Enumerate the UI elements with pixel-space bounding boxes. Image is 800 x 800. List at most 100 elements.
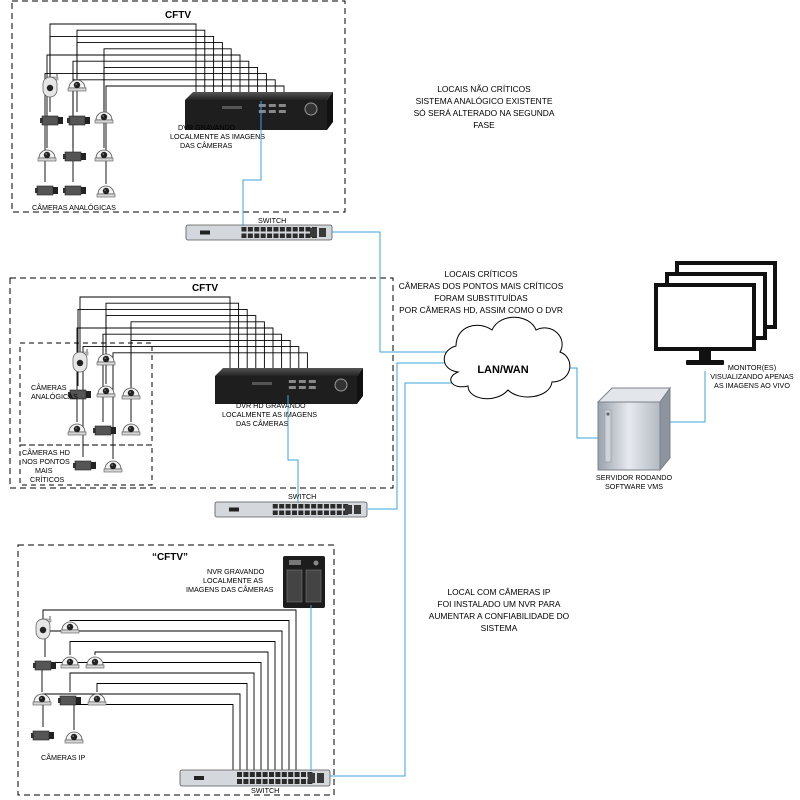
monitor-front	[654, 283, 756, 351]
dvr-button-icon	[278, 110, 286, 113]
switch-port-icon	[281, 772, 287, 777]
hd-label-line2: NOS PONTOS	[22, 457, 70, 466]
dome-camera-icon	[87, 693, 107, 706]
switch-port-icon	[243, 772, 249, 777]
switch-port-icon	[272, 504, 278, 509]
dvr-top-face	[185, 92, 333, 100]
ptz-camera-icon	[42, 74, 59, 98]
camera-cable	[46, 54, 241, 148]
switch-port-icon	[288, 779, 294, 784]
dome-camera-icon	[67, 423, 87, 436]
dome-camera-icon	[94, 149, 114, 162]
link-server-monitor	[654, 371, 706, 423]
switch-port-icon	[298, 510, 304, 515]
camera-cable	[103, 66, 259, 148]
switch-sfp-port-icon	[354, 505, 361, 514]
switch-port-icon	[243, 779, 249, 784]
link-switch3-lan	[330, 382, 462, 777]
dvr-button-icon	[298, 386, 306, 389]
nvr-label-line3: IMAGENS DAS CÂMERAS	[186, 585, 274, 594]
server-label-line1: SERVIDOR RODANDO	[596, 473, 673, 482]
dvr-hd-device	[215, 368, 363, 404]
analog-cameras	[35, 74, 116, 198]
camera-cable	[76, 29, 206, 98]
dvr-button-icon	[308, 386, 316, 389]
switch-port-icon	[237, 779, 242, 784]
switch-port-icon	[279, 510, 285, 515]
switch-port-icon	[260, 233, 266, 238]
switch-port-icon	[256, 772, 262, 777]
monitor-label-line1: MONITOR(ES)	[728, 363, 776, 372]
ip-cameras	[31, 616, 107, 744]
analog-label-line2: ANALÓGICAS	[31, 392, 78, 401]
cloud-shape	[443, 316, 571, 400]
dome-camera-icon	[94, 111, 114, 124]
switch-3	[179, 769, 331, 787]
camera-cable	[73, 704, 234, 771]
switch-sfp-port-icon	[345, 505, 352, 514]
monitor-neck	[699, 351, 711, 360]
switch-port-icon	[330, 504, 336, 509]
switch-port-icon	[291, 504, 297, 509]
dvr-button-icon	[268, 110, 276, 113]
switch-console-port-icon	[229, 507, 239, 512]
switch-port-icon	[301, 772, 306, 777]
switch-port-icon	[304, 504, 310, 509]
switch-port-icon	[336, 510, 342, 515]
box-camera-icon	[31, 730, 54, 741]
analog-label-line1: CÂMERAS	[31, 383, 67, 392]
monitor-label-line2: VISUALIZANDO APENAS	[710, 372, 794, 381]
dvr-device	[185, 92, 333, 130]
dome-camera-icon	[32, 693, 52, 706]
switch-port-icon	[262, 779, 268, 784]
camera-cable	[96, 683, 248, 771]
switch-1	[185, 224, 333, 241]
dvr-top-face	[215, 368, 363, 376]
dvr-side-face	[357, 368, 363, 404]
nvr-label-line2: LOCALMENTE AS	[203, 576, 263, 585]
dvr-label-line2: LOCALMENTE AS IMAGENS	[222, 410, 317, 419]
switch-port-icon	[299, 233, 305, 238]
dvr-label-line3: DAS CÂMERAS	[180, 141, 233, 150]
box-camera-icon	[93, 425, 116, 436]
camera-cable	[105, 315, 257, 384]
switch-sfp-port-icon	[319, 228, 326, 237]
camera-cable	[44, 630, 283, 771]
box-camera-icon	[40, 115, 63, 126]
note-ip-site: LOCAL COM CÂMERAS IP FOI INSTALADO UM NV…	[429, 587, 570, 633]
camera-cable	[41, 662, 262, 771]
nvr-drive-bay-icon	[305, 569, 322, 603]
box-camera-icon	[35, 185, 58, 196]
switch-port-icon	[241, 233, 247, 238]
switch-port-icon	[260, 227, 266, 232]
switch-port-icon	[294, 779, 300, 784]
dvr-label-line1: DVR HD GRAVANDO	[236, 401, 306, 410]
section-border	[9, 277, 394, 489]
switch-port-icon	[279, 233, 285, 238]
dome-camera-icon	[121, 387, 141, 400]
switch-port-icon	[311, 510, 317, 515]
server-side	[659, 386, 671, 472]
cameras-label: CÂMERAS ANALÓGICAS	[32, 203, 116, 212]
note-line: FORAM SUBSTITUÍDAS	[434, 293, 528, 303]
server-power-icon	[606, 412, 610, 416]
camera-cable	[76, 42, 223, 112]
dvr-display-icon	[222, 106, 242, 109]
note-line: CÂMERAS DOS PONTOS MAIS CRÍTICOS	[399, 281, 564, 291]
ptz-camera-icon	[35, 616, 52, 640]
camera-cables	[44, 23, 285, 184]
dome-camera-icon	[85, 656, 105, 669]
switch-port-icon	[304, 510, 310, 515]
switch-port-icon	[336, 504, 342, 509]
box-camera-icon	[63, 151, 86, 162]
dome-camera-icon	[121, 423, 141, 436]
section-border	[11, 0, 346, 213]
note-non-critical: LOCAIS NÃO CRÍTICOS SISTEMA ANALÓGICO EX…	[414, 84, 555, 130]
switch-port-icon	[267, 233, 273, 238]
switch-port-icon	[330, 510, 336, 515]
dvr-jog-dial-icon	[304, 102, 318, 116]
switch-port-icon	[275, 772, 281, 777]
switch-port-icon	[311, 504, 317, 509]
switch-port-icon	[299, 227, 305, 232]
camera-cable	[42, 609, 297, 771]
